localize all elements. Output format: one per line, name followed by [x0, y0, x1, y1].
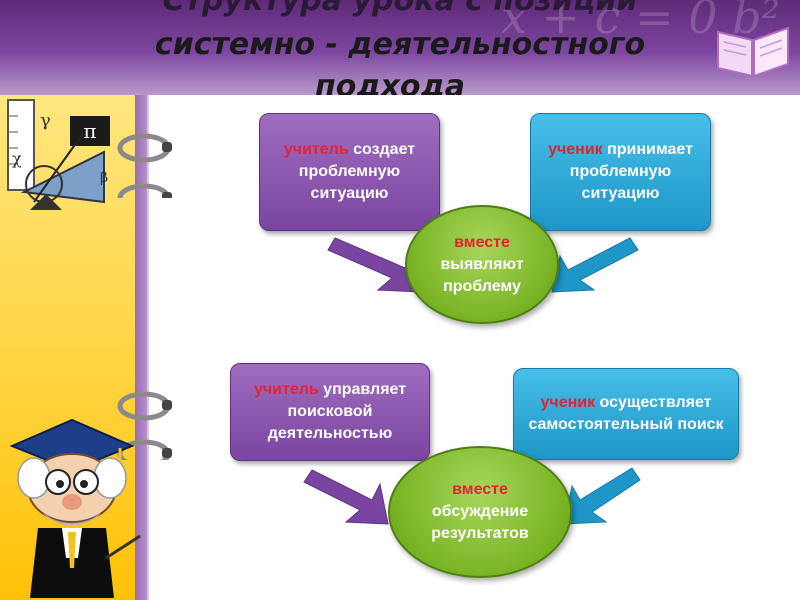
- box-text: управляет поисковой деятельностью: [267, 381, 407, 442]
- together-discussion-circle: вместе обсуждение результатов: [388, 446, 572, 578]
- circle-text: выявляют проблему: [440, 255, 524, 295]
- box-text: осуществляет самостоятельный поиск: [528, 394, 724, 433]
- teacher-highlight: учитель: [253, 381, 319, 398]
- sidebar-border: [135, 95, 147, 600]
- geometry-tools-icon: π γ χ β: [7, 99, 110, 210]
- svg-text:β: β: [100, 170, 108, 186]
- circle-text: обсуждение результатов: [431, 503, 529, 542]
- open-book-icon: [717, 26, 789, 78]
- student-highlight: ученик: [540, 394, 596, 411]
- binder-rings-top: [117, 133, 172, 198]
- page-title-line-1: Структура урока с позиции: [162, 0, 638, 18]
- page-title-line-2: системно - деятельностного: [154, 27, 646, 62]
- student-highlight: ученик: [548, 141, 603, 158]
- box-text: принимает проблемную ситуацию: [569, 141, 693, 202]
- teacher-manages-search-box: учитель управляет поисковой деятельность…: [230, 363, 430, 461]
- student-independent-search-box: ученик осуществляет самостоятельный поис…: [513, 368, 739, 460]
- together-highlight: вместе: [452, 481, 508, 498]
- together-identify-problem-circle: вместе выявляют проблему: [405, 205, 559, 324]
- svg-text:χ: χ: [12, 149, 22, 168]
- box-text: создает проблемную ситуацию: [298, 141, 416, 202]
- teacher-highlight: учитель: [283, 141, 349, 158]
- header-band: x + c = 0 b²: [0, 0, 800, 95]
- teacher-creates-problem-box: учитель создает проблемную ситуацию: [259, 113, 440, 231]
- svg-text:γ: γ: [40, 110, 51, 131]
- student-accepts-problem-box: ученик принимает проблемную ситуацию: [530, 113, 711, 231]
- professor-cartoon-icon: [9, 418, 141, 598]
- svg-text:π: π: [83, 119, 96, 143]
- together-highlight: вместе: [454, 233, 510, 251]
